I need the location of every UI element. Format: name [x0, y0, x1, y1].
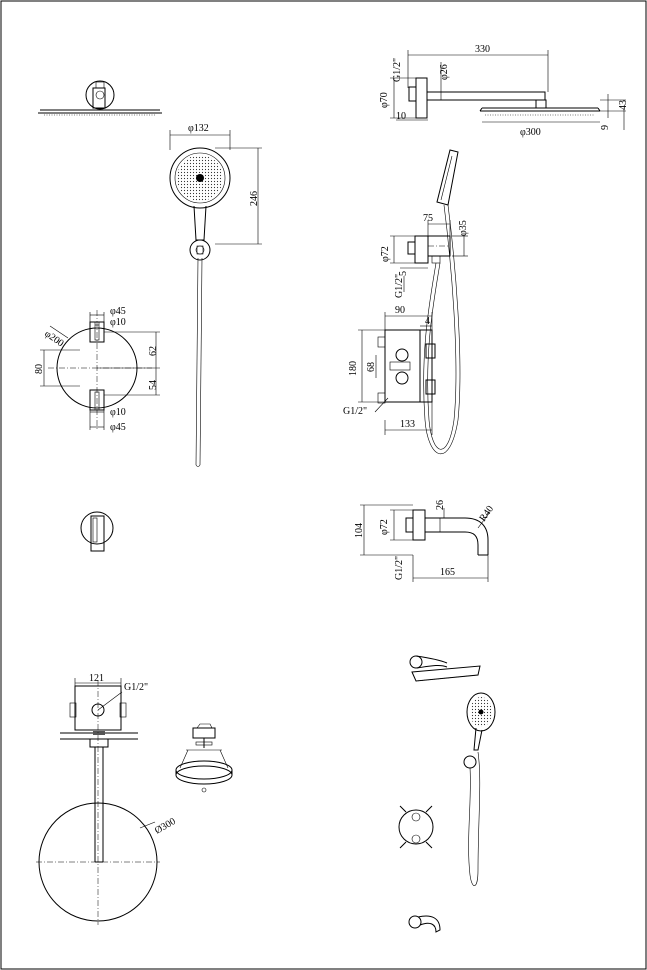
label-ceil-thread: G1/2" — [124, 682, 148, 693]
assembled-system-view — [398, 655, 496, 933]
label-spout-flange: φ72 — [379, 519, 390, 535]
label-box-depth-total: 133 — [400, 419, 415, 430]
rain-head-perspective — [175, 723, 233, 793]
label-valve-top-stem: φ10 — [110, 317, 126, 328]
hand-shower-view — [169, 130, 262, 467]
label-elbow-thread: G1/2" — [394, 274, 405, 298]
label-valve-upper: 62 — [148, 346, 159, 356]
shower-arm-side-view — [390, 50, 626, 130]
label-ceil-width: 121 — [89, 673, 104, 684]
valve-plate-view — [40, 310, 160, 430]
label-valve-height: 80 — [34, 364, 45, 374]
label-spout-length: 165 — [440, 567, 455, 578]
label-valve-bot-stem: φ10 — [110, 407, 126, 418]
label-arm-pipe: φ26 — [439, 64, 450, 80]
label-elbow-flange: φ72 — [380, 246, 391, 262]
label-spout-height: 104 — [354, 523, 365, 538]
label-arm-length: 330 — [475, 44, 490, 55]
label-box-depth: 4 — [425, 316, 430, 327]
spout-front-view — [80, 511, 114, 552]
label-box-inner: 68 — [366, 362, 377, 372]
label-arm-flange-depth: 10 — [396, 111, 406, 122]
label-head-thickness: 9 — [600, 125, 611, 130]
label-arm-flange: φ70 — [379, 92, 390, 108]
label-spout-pipe: 26 — [435, 500, 446, 510]
label-elbow-width: 75 — [423, 213, 433, 224]
label-head-height: 43 — [618, 100, 629, 110]
concealed-valve-box-view — [358, 312, 436, 435]
label-ceil-head: Ø300 — [153, 816, 178, 837]
label-valve-bot-dia: φ45 — [110, 422, 126, 433]
label-valve-plate: φ200 — [42, 328, 65, 349]
bath-spout-side-view — [360, 504, 491, 582]
label-valve-top-dia: φ45 — [110, 306, 126, 317]
label-spout-thread: G1/2" — [394, 556, 405, 580]
label-box-height: 180 — [348, 361, 359, 376]
label-spout-radius: R40 — [477, 504, 496, 524]
label-elbow-dia: φ35 — [458, 220, 469, 236]
label-arm-thread: G1/2" — [392, 58, 403, 82]
label-hand-length: 246 — [249, 191, 260, 206]
label-valve-lower: 54 — [148, 380, 159, 390]
label-head-dia: φ300 — [520, 127, 541, 138]
label-box-width: 90 — [395, 305, 405, 316]
label-elbow-gap: 5 — [398, 271, 409, 276]
ceiling-mount-view — [36, 678, 160, 925]
label-box-thread: G1/2" — [343, 406, 367, 417]
label-hand-dia: φ132 — [188, 123, 209, 134]
wall-elbow-hose-view — [390, 149, 468, 455]
rain-head-side-view — [38, 80, 162, 116]
